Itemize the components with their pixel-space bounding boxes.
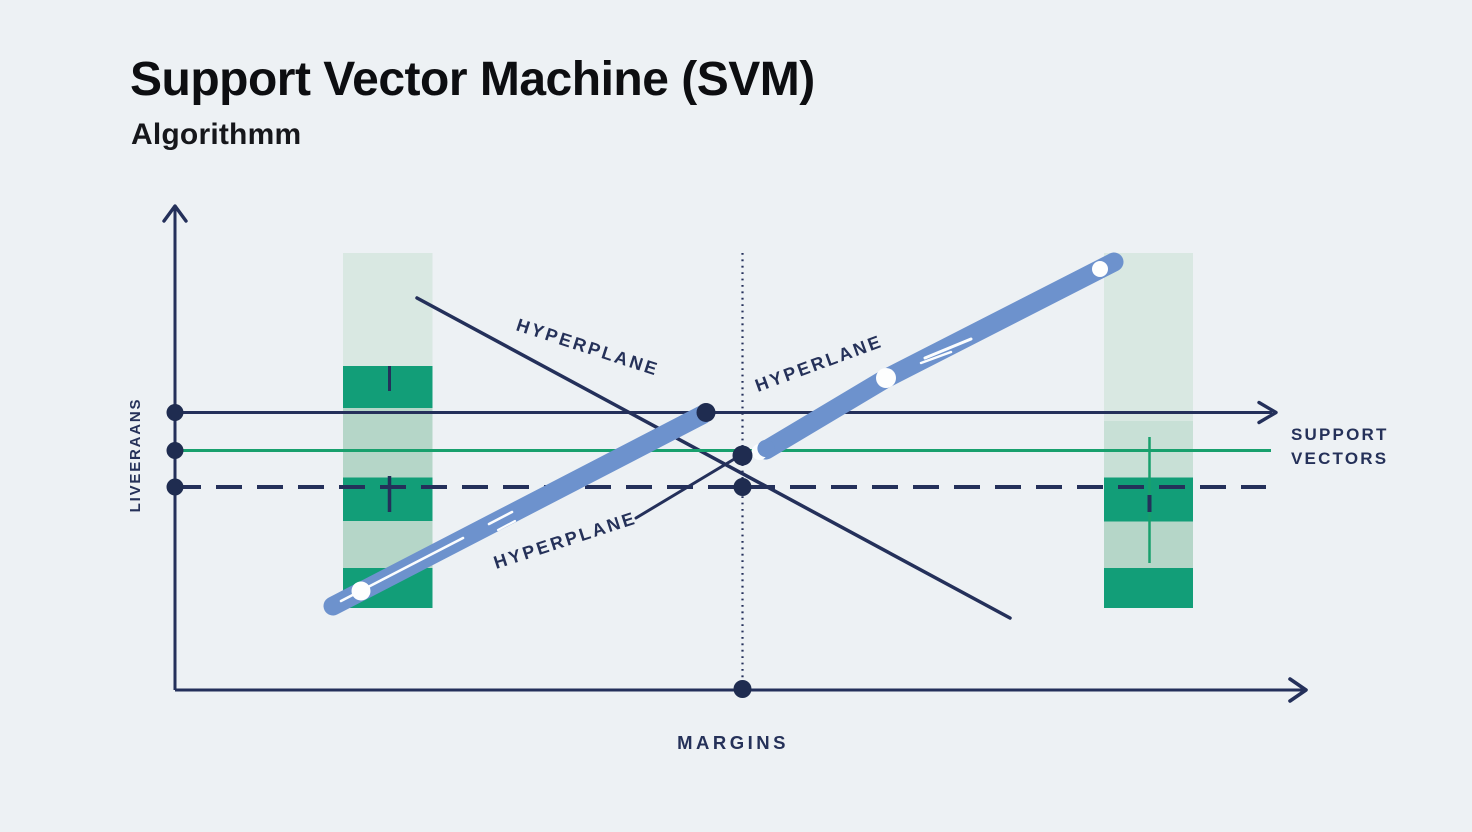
blue-stroke-highlight bbox=[923, 337, 973, 360]
y-axis-arrowhead-icon bbox=[162, 204, 188, 223]
right-band-segment bbox=[1104, 253, 1193, 421]
data-point-dot bbox=[732, 445, 753, 466]
blue-stroke-highlight bbox=[496, 519, 517, 532]
support-vector-dot bbox=[351, 581, 371, 601]
support-vector-dot bbox=[1092, 261, 1108, 277]
blue-stroke-crescent-cover bbox=[757, 439, 775, 458]
page-subtitle: Algorithmm bbox=[131, 118, 302, 151]
right-band-segment bbox=[1104, 568, 1193, 608]
left-band-segment bbox=[343, 253, 433, 366]
data-point-dot bbox=[696, 403, 716, 422]
axis-dot bbox=[166, 404, 184, 421]
support-vector-dot bbox=[876, 368, 896, 388]
hyperplane-label-top: HYPERPLANE bbox=[514, 315, 662, 380]
axis-dot bbox=[166, 478, 184, 496]
support-vectors-label-line2: VECTORS bbox=[1291, 449, 1388, 468]
support-vectors-label-line1: SUPPORT bbox=[1291, 425, 1389, 444]
left-band-segment bbox=[343, 408, 433, 478]
blue-stroke-highlight bbox=[919, 350, 953, 365]
data-point-dot bbox=[733, 680, 752, 698]
page-title: Support Vector Machine (SVM) bbox=[130, 53, 815, 106]
x-axis-arrowhead-icon bbox=[1288, 677, 1308, 703]
upper-margin-arrowhead-icon bbox=[1257, 400, 1278, 425]
support-vectors-label: SUPPORT VECTORS bbox=[1291, 425, 1389, 468]
data-point-dot bbox=[733, 478, 752, 496]
hyperplane-diagonal-line bbox=[415, 296, 1012, 620]
axis-dot bbox=[166, 442, 184, 459]
x-axis-label: MARGINS bbox=[677, 732, 789, 753]
blue-stroke-highlight bbox=[487, 510, 514, 526]
y-axis-label: LIVEERAANS bbox=[127, 398, 144, 513]
left-band-segment bbox=[343, 366, 433, 408]
